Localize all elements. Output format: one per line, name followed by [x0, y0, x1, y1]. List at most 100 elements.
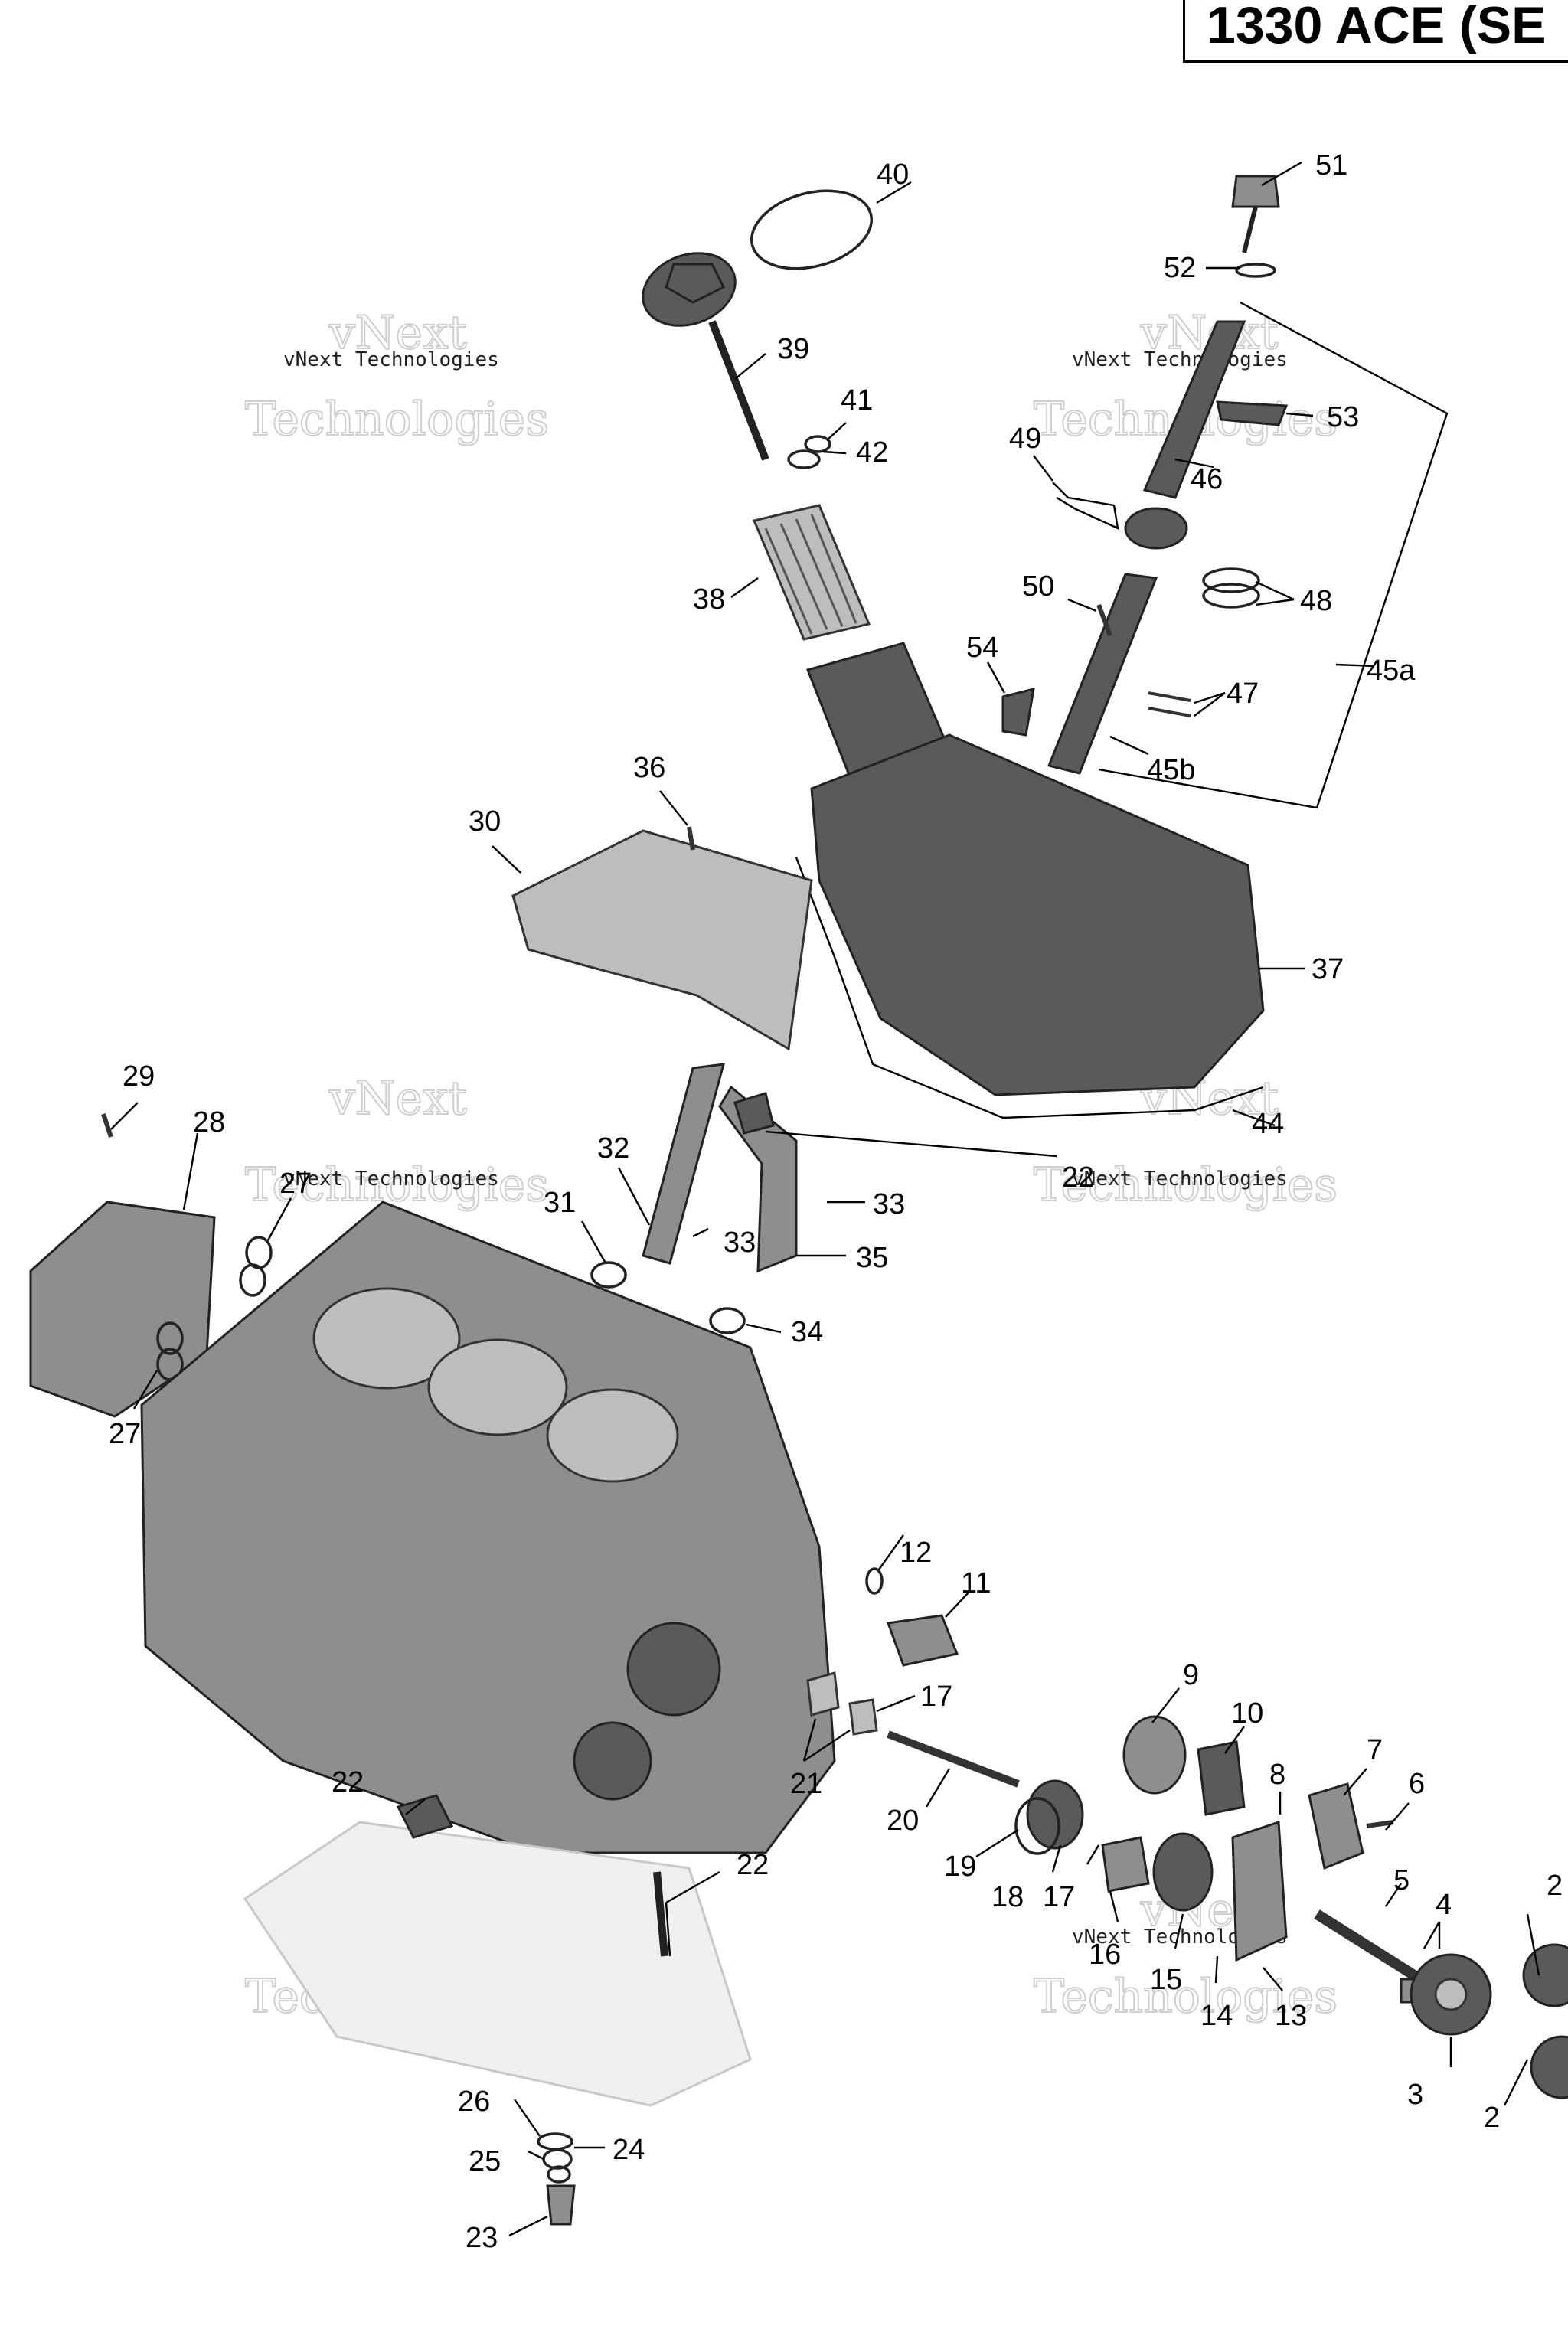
callout-label: 17 [1043, 1881, 1075, 1913]
cylinder-bore [312, 1287, 461, 1390]
callout-label: 16 [1089, 1939, 1121, 1971]
callout-label: 8 [1269, 1759, 1285, 1791]
watermark-small-text: vNext Technologies [283, 348, 499, 371]
callout-label: 54 [966, 632, 998, 664]
callout-label: 42 [856, 436, 888, 469]
o-ring-part-26 [537, 2132, 573, 2151]
callout-label: 46 [1191, 463, 1223, 495]
drain-plug-part-23 [546, 2184, 576, 2226]
watermark-large-text: Technologies [1034, 1970, 1338, 2024]
callout-label: 27 [279, 1168, 312, 1200]
bushing-part-21 [848, 1698, 878, 1736]
callout-label: 49 [1009, 423, 1041, 455]
title-box: 1330 ACE (SE [1183, 0, 1568, 63]
tube-part-45b [1047, 573, 1158, 775]
callout-label: 52 [1164, 252, 1196, 284]
filler-tube-bellow-part [1124, 507, 1188, 550]
callout-label: 40 [877, 158, 909, 191]
gear-housing [626, 1622, 721, 1717]
o-ring-part-31 [590, 1261, 627, 1289]
watermark-large-text: Technologies [245, 393, 549, 446]
o-ring-part-27 [156, 1321, 184, 1355]
o-ring-part-48 [1202, 583, 1260, 609]
callout-label: 53 [1327, 401, 1359, 433]
pump-gear-part-10 [1197, 1740, 1246, 1816]
callout-label: 15 [1150, 1964, 1182, 1996]
callout-label: 10 [1231, 1697, 1263, 1730]
watermark-small-text: vNext Technologies [1072, 1168, 1288, 1191]
callout-label: 22 [332, 1766, 364, 1798]
bolt-part-50 [1096, 603, 1112, 637]
callout-label: 11 [961, 1567, 991, 1599]
watermark-large-text: vNext [328, 306, 467, 360]
pump-housing-part-9 [1122, 1715, 1187, 1795]
oil-tank-gasket-part-44 [795, 857, 1264, 1119]
watermark-small-text: vNext Technologies [1072, 348, 1288, 371]
cylinder-bore [546, 1388, 679, 1483]
watermark-large-text: vNext [328, 1072, 467, 1125]
callout-label: 33 [724, 1227, 756, 1259]
oil-tank-part-37 [810, 733, 1265, 1096]
callout-label: 41 [841, 384, 873, 416]
callout-label: 33 [873, 1188, 905, 1220]
seal-part-22 [733, 1092, 775, 1135]
crankshaft-end [573, 1721, 652, 1801]
callout-label: 45a [1367, 655, 1416, 687]
callout-label: 3 [1407, 2079, 1423, 2111]
cylinder-bore [427, 1338, 568, 1436]
pipe-part-32 [642, 1063, 726, 1265]
o-ring-part-52 [1235, 263, 1276, 278]
o-ring-part-27 [239, 1263, 266, 1297]
callout-label: 34 [791, 1316, 823, 1348]
gear-part-3-hub [1434, 1978, 1468, 2011]
o-ring-part-34 [709, 1307, 746, 1334]
callout-label: 2 [1484, 2102, 1500, 2134]
callout-label: 36 [633, 752, 665, 784]
callout-label: 9 [1183, 1659, 1199, 1691]
o-ring-part-42 [787, 449, 821, 469]
oil-filter-ribs [764, 514, 858, 635]
gasket-part-49 [1052, 482, 1119, 531]
callout-label: 5 [1393, 1864, 1410, 1896]
callout-label: 6 [1409, 1768, 1425, 1800]
callout-label: 45b [1147, 754, 1195, 786]
callout-label: 13 [1275, 2000, 1307, 2032]
shaft-part-20 [887, 1730, 1020, 1788]
gear-part-2 [1522, 1943, 1568, 2007]
callout-label: 38 [693, 583, 725, 616]
o-ring-part-19 [1014, 1797, 1060, 1855]
oil-filter-part-38 [752, 504, 871, 641]
bolt-part-29 [101, 1113, 113, 1138]
oil-filter-cap-hex [665, 263, 726, 304]
o-ring-part-41 [804, 435, 831, 453]
callout-label: 4 [1436, 1889, 1452, 1921]
callout-label: 17 [920, 1681, 952, 1713]
callout-label: 35 [856, 1242, 888, 1274]
callout-label: 21 [790, 1768, 822, 1800]
callout-label: 37 [1312, 953, 1344, 985]
pump-rotor-part-18 [1026, 1779, 1084, 1850]
watermark-small-text: vNext Technologies [283, 1168, 499, 1191]
o-ring-part-24 [547, 2165, 571, 2184]
callout-label: 2 [1547, 1870, 1563, 1902]
callout-label: 14 [1200, 2000, 1233, 2032]
fitting-part-54 [1001, 687, 1035, 737]
callout-labels: 40 51 52 39 41 42 53 49 46 38 50 48 45a … [109, 149, 1563, 2254]
callout-label: 32 [597, 1132, 629, 1165]
callout-label: 22 [1062, 1161, 1094, 1194]
filler-tube-part-46 [1142, 320, 1246, 499]
filter-rod-part-39 [708, 320, 769, 461]
callout-label: 23 [466, 2222, 498, 2254]
callout-label: 22 [737, 1849, 769, 1881]
callout-label: 28 [193, 1106, 225, 1138]
callout-label: 47 [1227, 678, 1259, 710]
bushing-part-21 [806, 1671, 840, 1717]
callout-label: 48 [1300, 585, 1332, 617]
bolt-part-36 [687, 826, 695, 851]
clip-part-47 [1148, 707, 1191, 717]
callout-label: 20 [887, 1805, 919, 1837]
bolt-part-6 [1366, 1820, 1394, 1828]
pump-rotor-part-16 [1101, 1836, 1150, 1893]
callout-label: 29 [122, 1060, 155, 1093]
